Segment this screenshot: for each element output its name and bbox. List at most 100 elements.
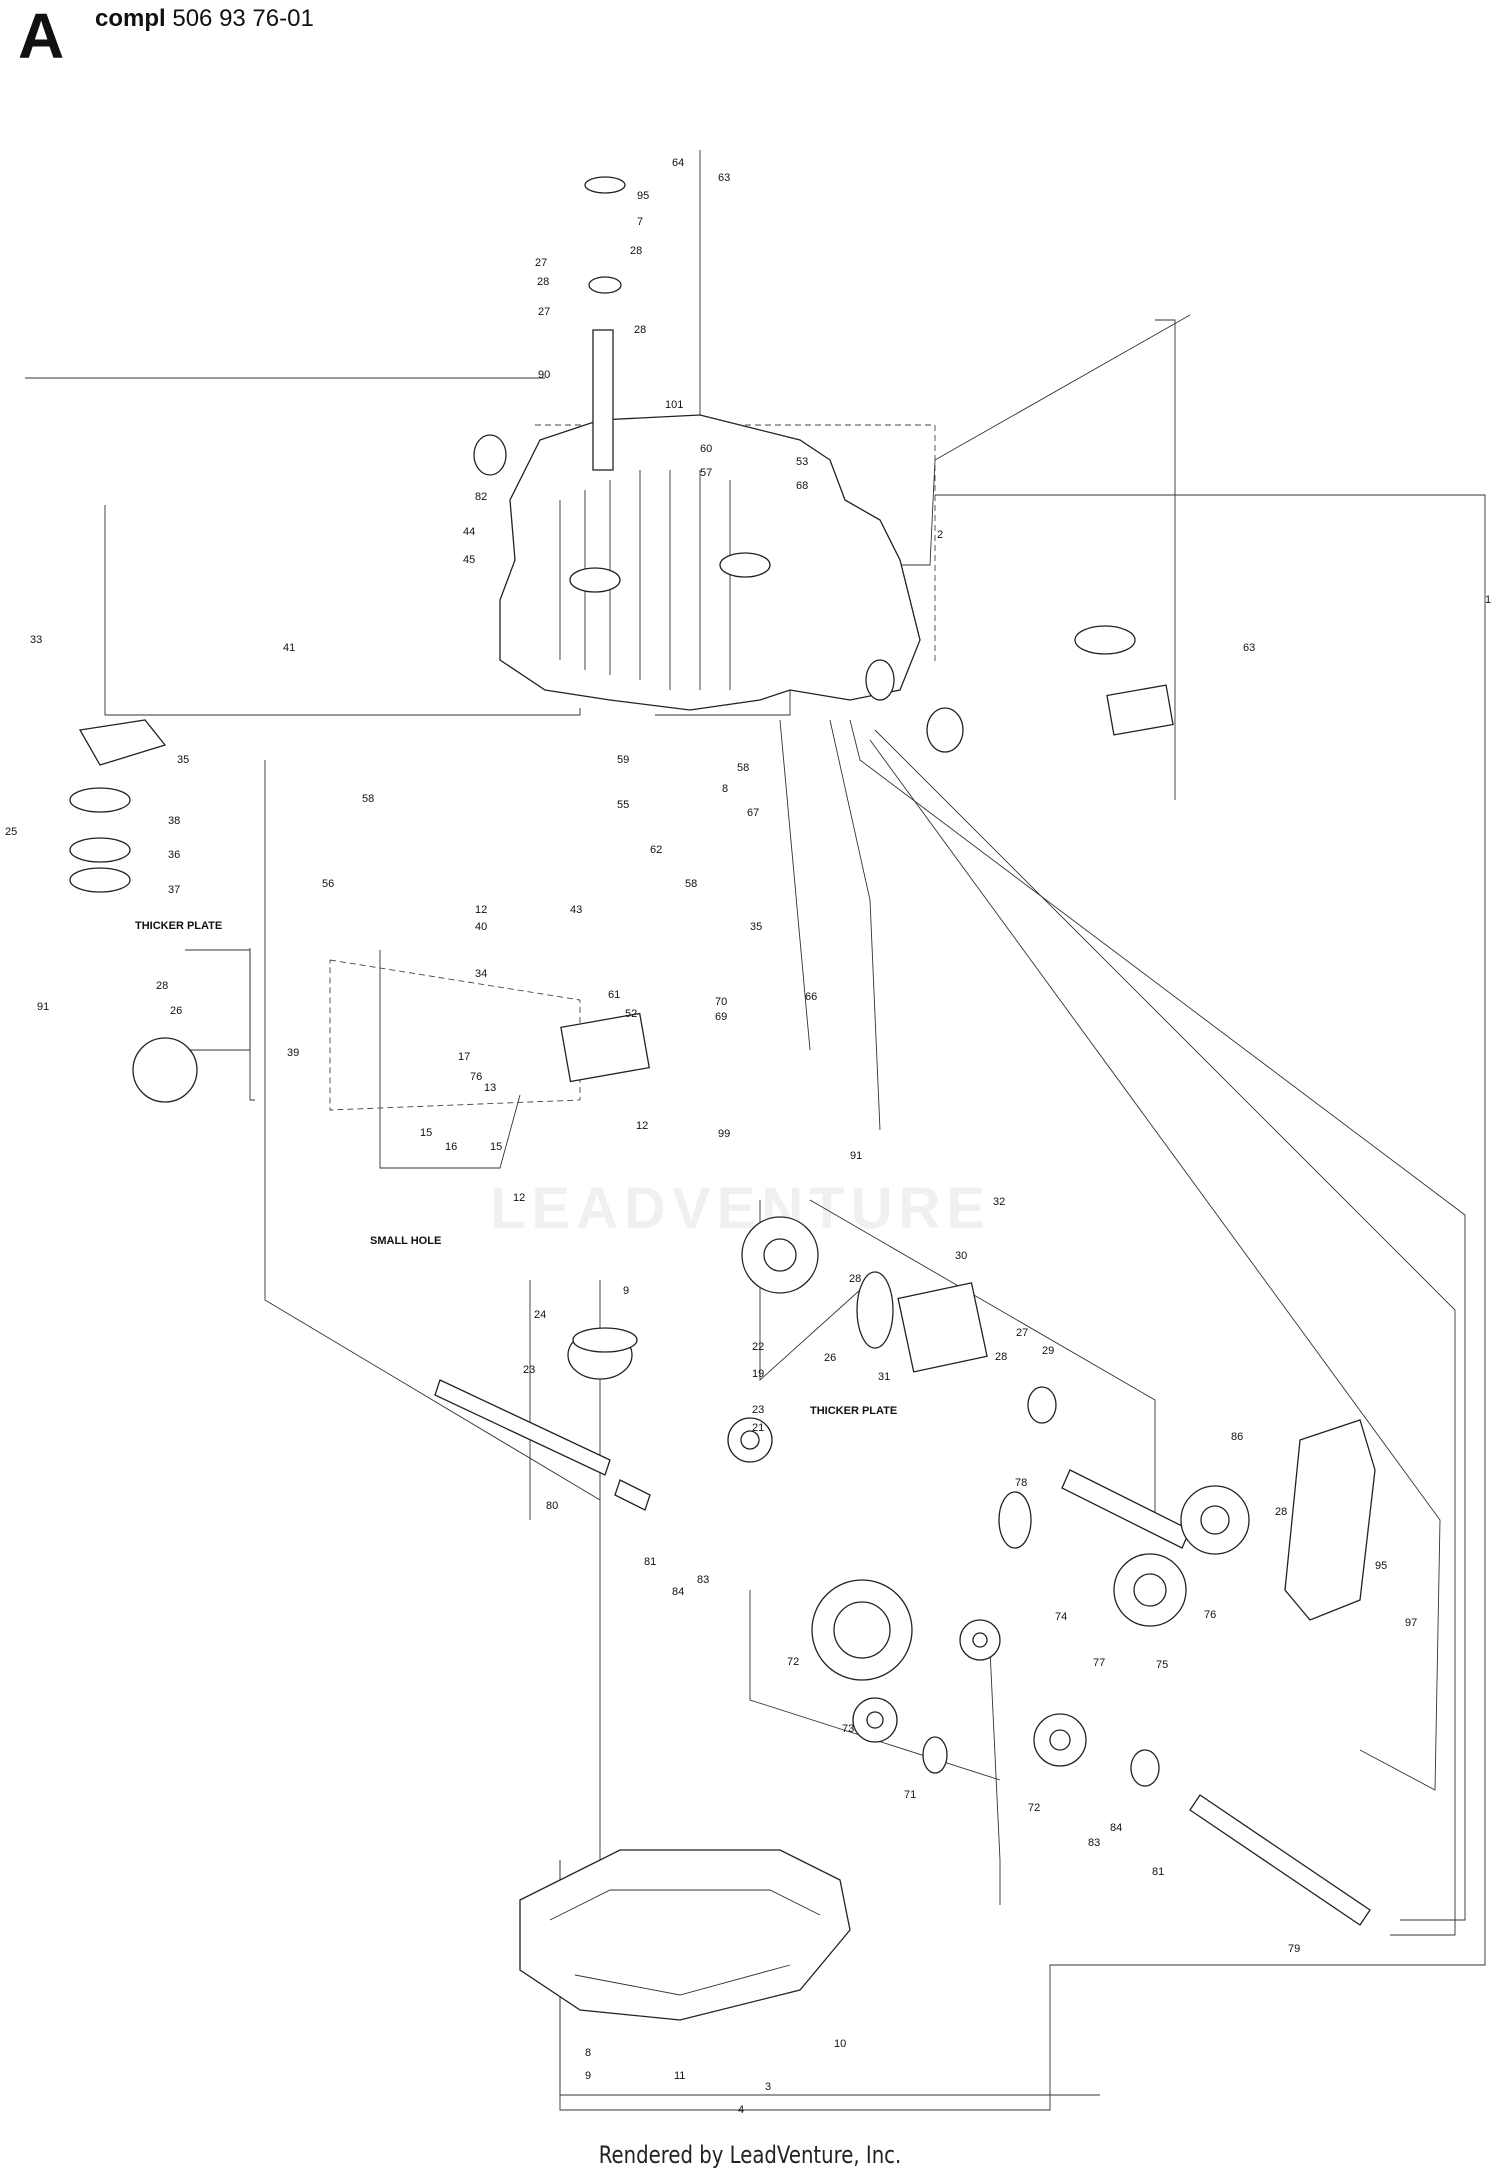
- callout: 70: [715, 996, 727, 1008]
- callout: 34: [475, 968, 487, 980]
- assembly-title: compl 506 93 76-01: [95, 5, 314, 32]
- callout: 62: [650, 844, 662, 856]
- callout: 28: [1275, 1506, 1287, 1518]
- callout: 57: [700, 467, 712, 479]
- callout: 2: [937, 529, 943, 541]
- callout: 75: [1156, 1659, 1168, 1671]
- upper-housing: [499, 414, 921, 711]
- small-hole-note: SMALL HOLE: [370, 1235, 441, 1247]
- callout: 55: [617, 799, 629, 811]
- callout: 10: [834, 2038, 846, 2050]
- callout: 58: [362, 793, 374, 805]
- callout: 33: [30, 634, 42, 646]
- callout: 52: [625, 1008, 637, 1020]
- callout: 15: [490, 1141, 502, 1153]
- callout: 15: [420, 1127, 432, 1139]
- callout: 43: [570, 904, 582, 916]
- callout: 84: [672, 1586, 684, 1598]
- callout: 72: [1028, 1802, 1040, 1814]
- callout: 9: [623, 1285, 629, 1297]
- callout: 32: [993, 1196, 1005, 1208]
- callout: 76: [470, 1071, 482, 1083]
- callout: 19: [752, 1368, 764, 1380]
- footer-credit: Rendered by LeadVenture, Inc.: [598, 2141, 902, 2169]
- callout: 39: [287, 1047, 299, 1059]
- callout: 81: [1152, 1866, 1164, 1878]
- callout: 90: [538, 369, 550, 381]
- callout: 36: [168, 849, 180, 861]
- callout: 38: [168, 815, 180, 827]
- callout: 82: [475, 491, 487, 503]
- callout: 35: [177, 754, 189, 766]
- callout: 12: [513, 1192, 525, 1204]
- callout: 76: [1204, 1609, 1216, 1621]
- leader-lines: [25, 150, 1486, 2111]
- callout: 78: [1015, 1477, 1027, 1489]
- callout: 58: [737, 762, 749, 774]
- callout: 22: [752, 1341, 764, 1353]
- callout: 86: [1231, 1431, 1243, 1443]
- gear-shapes: [69, 176, 1376, 1787]
- compl-word: compl: [95, 5, 166, 32]
- callout: 77: [1093, 1657, 1105, 1669]
- callout: 80: [546, 1500, 558, 1512]
- callout: 68: [796, 480, 808, 492]
- assembly-part-number: 506 93 76-01: [172, 5, 314, 32]
- callout: 97: [1405, 1617, 1417, 1629]
- callout: 73: [842, 1723, 854, 1735]
- callout: 71: [904, 1789, 916, 1801]
- lower-case: [519, 1849, 851, 2021]
- callout: 45: [463, 554, 475, 566]
- callout: 12: [475, 904, 487, 916]
- section-letter: A: [18, 0, 65, 72]
- callout: 95: [1375, 1560, 1387, 1572]
- callout: 28: [156, 980, 168, 992]
- callout: 28: [849, 1273, 861, 1285]
- callout: 9: [585, 2070, 591, 2082]
- callout: 28: [537, 276, 549, 288]
- callout: 61: [608, 989, 620, 1001]
- callout: 27: [1016, 1327, 1028, 1339]
- callout: 83: [697, 1574, 709, 1586]
- callout: 28: [630, 245, 642, 257]
- callout: 79: [1288, 1943, 1300, 1955]
- callout: 83: [1088, 1837, 1100, 1849]
- callout: 26: [170, 1005, 182, 1017]
- callout: 28: [995, 1351, 1007, 1363]
- callout: 67: [747, 807, 759, 819]
- callout: 58: [685, 878, 697, 890]
- thicker-plate-note-2: THICKER PLATE: [810, 1405, 897, 1417]
- callout: 28: [634, 324, 646, 336]
- callout: 3: [765, 2081, 771, 2093]
- callout: 63: [718, 172, 730, 184]
- callout: 21: [752, 1422, 764, 1434]
- callout: 23: [523, 1364, 535, 1376]
- callout: 12: [636, 1120, 648, 1132]
- callout: 13: [484, 1082, 496, 1094]
- callout: 35: [750, 921, 762, 933]
- watermark: LEADVENTURE: [490, 1176, 992, 1241]
- callout: 24: [534, 1309, 546, 1321]
- callout: 63: [1243, 642, 1255, 654]
- callouts: 64 63 95 7 28 27 28 27 28 90 101 60 57 5…: [5, 157, 1491, 2116]
- callout: 27: [538, 306, 550, 318]
- callout: 16: [445, 1141, 457, 1153]
- callout: 23: [752, 1404, 764, 1416]
- callout: 17: [458, 1051, 470, 1063]
- callout: 99: [718, 1128, 730, 1140]
- callout: 1: [1485, 594, 1491, 606]
- callout: 7: [637, 216, 643, 228]
- callout: 8: [722, 783, 728, 795]
- callout: 59: [617, 754, 629, 766]
- callout: 66: [805, 991, 817, 1003]
- callout: 4: [738, 2104, 744, 2116]
- callout: 81: [644, 1556, 656, 1568]
- callout: 72: [787, 1656, 799, 1668]
- callout: 69: [715, 1011, 727, 1023]
- callout: 26: [824, 1352, 836, 1364]
- callout: 84: [1110, 1822, 1122, 1834]
- callout: 29: [1042, 1345, 1054, 1357]
- callout: 91: [850, 1150, 862, 1162]
- callout: 27: [535, 257, 547, 269]
